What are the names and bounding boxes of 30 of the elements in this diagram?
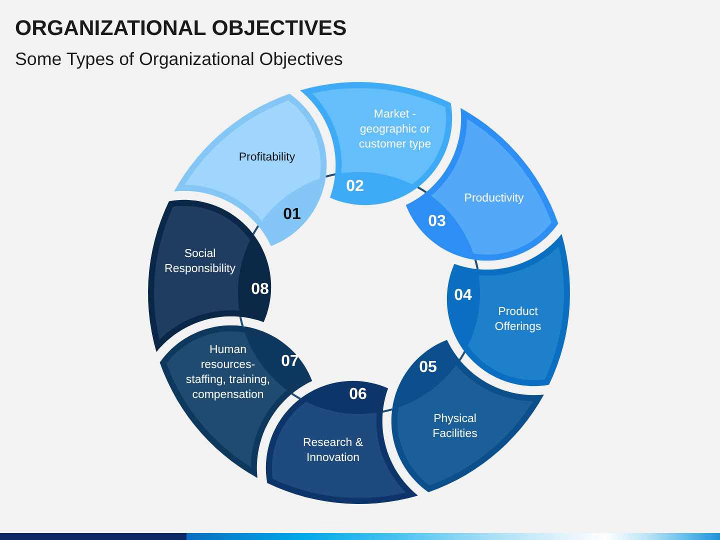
- step-number: 06: [349, 386, 367, 404]
- step-number: 08: [251, 281, 269, 299]
- connector-line: [291, 392, 301, 400]
- segment-label: Productivity: [464, 192, 524, 206]
- segment-label: Product Offerings: [494, 305, 542, 335]
- segment-label: Human resources- staffing, training, compensation: [184, 343, 272, 403]
- segment-label: Social Responsibility: [164, 247, 236, 277]
- segment-label: Physical Facilities: [432, 412, 478, 442]
- ring-segment: [391, 339, 544, 493]
- connector-line: [458, 351, 466, 361]
- connector-line: [325, 173, 336, 178]
- connector-line: [252, 225, 260, 235]
- connector-line: [382, 408, 393, 413]
- ring-segment: [446, 234, 570, 387]
- title: ORGANIZATIONAL OBJECTIVES: [15, 15, 347, 41]
- step-number: 02: [346, 178, 364, 196]
- ring-segment: [300, 82, 453, 206]
- step-number: 03: [428, 213, 446, 231]
- step-number: 05: [419, 359, 437, 377]
- subtitle: Some Types of Organizational Objectives: [15, 48, 343, 70]
- segment-label: Market - geographic or customer type: [358, 108, 432, 152]
- step-number: 01: [283, 206, 301, 224]
- ring-segment: [148, 199, 272, 352]
- segment-label: Profitability: [238, 150, 296, 166]
- step-number: 07: [281, 353, 299, 371]
- connector-line: [474, 259, 479, 270]
- connector-line: [239, 316, 244, 327]
- segment-label: Research & Innovation: [302, 436, 364, 466]
- connector-line: [417, 186, 427, 194]
- step-number: 04: [454, 287, 472, 305]
